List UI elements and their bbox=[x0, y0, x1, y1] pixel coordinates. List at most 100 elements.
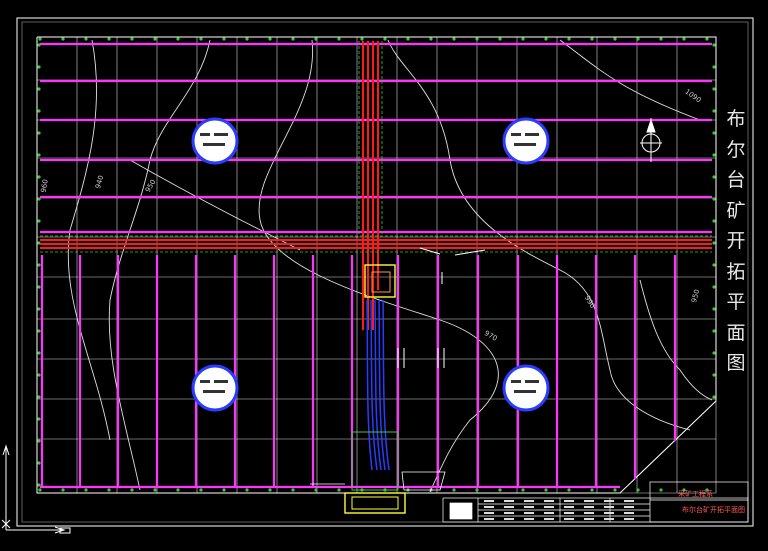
district-labels bbox=[191, 117, 550, 412]
boundary-point bbox=[38, 37, 42, 41]
boundary-point bbox=[37, 87, 41, 91]
boundary-point bbox=[567, 488, 571, 492]
shaft-line bbox=[382, 299, 390, 471]
boundary-point bbox=[406, 37, 410, 41]
title-block-cell-text bbox=[604, 518, 614, 520]
boundary-point bbox=[222, 488, 226, 492]
boundary-point bbox=[712, 263, 716, 267]
boundary-point bbox=[314, 37, 318, 41]
title-block-cell-text bbox=[524, 500, 534, 502]
title-block-cell-text bbox=[524, 506, 534, 508]
boundary-point bbox=[712, 109, 716, 113]
title-block-cell-text bbox=[584, 512, 594, 514]
vertical-title-char: 拓 bbox=[726, 260, 746, 283]
boundary-point bbox=[37, 395, 41, 399]
boundary-point bbox=[130, 488, 134, 492]
title-block-cell-text bbox=[564, 500, 574, 502]
boundary-point bbox=[705, 488, 709, 492]
boundary-point bbox=[337, 488, 341, 492]
title-block-cell-text bbox=[584, 518, 594, 520]
title-block bbox=[442, 481, 749, 523]
title-block-cell-text bbox=[544, 506, 554, 508]
boundary-point bbox=[37, 219, 41, 223]
title-block-cell-text bbox=[564, 518, 574, 520]
boundary-point bbox=[712, 285, 716, 289]
boundary-point bbox=[37, 483, 41, 487]
contour-line bbox=[67, 39, 111, 441]
vertical-title-char: 图 bbox=[726, 352, 746, 374]
boundary-point bbox=[291, 37, 295, 41]
university-logo bbox=[449, 502, 473, 520]
district-label-circle-sw bbox=[191, 364, 239, 412]
drawing-vertical-title: 布尔台矿开拓平面图 bbox=[721, 104, 751, 379]
boundary-point bbox=[429, 37, 433, 41]
boundary-point bbox=[37, 351, 41, 355]
boundary-point bbox=[130, 37, 134, 41]
boundary-point bbox=[37, 417, 41, 421]
boundary-control-points bbox=[37, 37, 716, 492]
pit-bottom-chamber bbox=[371, 271, 391, 293]
title-block-cell-text bbox=[544, 512, 554, 514]
title-block-name-cell bbox=[649, 481, 749, 523]
boundary-point bbox=[38, 488, 42, 492]
boundary-point bbox=[383, 37, 387, 41]
title-block-drawing-name: 布尔台矿开拓平面图 bbox=[682, 506, 745, 514]
vertical-title-char: 面 bbox=[726, 321, 746, 344]
vertical-title-char: 尔 bbox=[726, 138, 746, 161]
title-block-cell-text bbox=[584, 500, 594, 502]
title-block-cell-text bbox=[544, 500, 554, 502]
boundary-point bbox=[452, 488, 456, 492]
title-block-cell-text bbox=[624, 512, 634, 514]
boundary-point bbox=[37, 109, 41, 113]
north-arrow-icon bbox=[640, 118, 662, 162]
title-block-cell-text bbox=[504, 506, 514, 508]
boundary-point bbox=[268, 488, 272, 492]
boundary-point bbox=[452, 37, 456, 41]
boundary-point bbox=[659, 488, 663, 492]
shaft-line bbox=[370, 299, 378, 471]
shaft-line bbox=[374, 299, 382, 471]
boundary-point bbox=[521, 488, 525, 492]
boundary-point bbox=[712, 307, 716, 311]
surface-industrial-site bbox=[310, 264, 446, 514]
boundary-point bbox=[153, 37, 157, 41]
shaft-station-frame bbox=[344, 492, 406, 514]
boundary-point bbox=[337, 37, 341, 41]
boundary-point bbox=[712, 395, 716, 399]
title-block-cell-text bbox=[604, 506, 614, 508]
contour-line bbox=[639, 279, 713, 401]
district-label-circle-nw bbox=[191, 117, 239, 165]
title-block-cells bbox=[484, 500, 634, 520]
district-label-circle-ne bbox=[502, 117, 550, 165]
boundary-point bbox=[199, 37, 203, 41]
boundary-point bbox=[268, 37, 272, 41]
title-block-cell-text bbox=[484, 506, 494, 508]
boundary-point bbox=[37, 307, 41, 311]
title-block-cell-text bbox=[624, 506, 634, 508]
title-block-cell-text bbox=[604, 512, 614, 514]
vertical-title-char: 台 bbox=[726, 169, 746, 191]
boundary-point bbox=[37, 329, 41, 333]
title-block-company: 采矿工程系 bbox=[678, 490, 713, 498]
title-block-cell-text bbox=[544, 518, 554, 520]
contour-line bbox=[387, 39, 691, 431]
boundary-point bbox=[37, 65, 41, 69]
boundary-point bbox=[712, 241, 716, 245]
boundary-point bbox=[712, 175, 716, 179]
boundary-point bbox=[107, 37, 111, 41]
boundary-point bbox=[176, 488, 180, 492]
vertical-title-char: 布 bbox=[726, 108, 746, 130]
sheet-outer-border bbox=[16, 17, 754, 527]
boundary-point bbox=[61, 488, 65, 492]
boundary-point bbox=[521, 37, 525, 41]
industrial-site-outline bbox=[351, 431, 399, 491]
boundary-point bbox=[107, 488, 111, 492]
boundary-point bbox=[61, 37, 65, 41]
title-block-cell-text bbox=[624, 500, 634, 502]
title-block-cell-text bbox=[564, 506, 574, 508]
boundary-point bbox=[682, 488, 686, 492]
inclined-shafts bbox=[366, 299, 390, 471]
title-block-cell-text bbox=[584, 506, 594, 508]
